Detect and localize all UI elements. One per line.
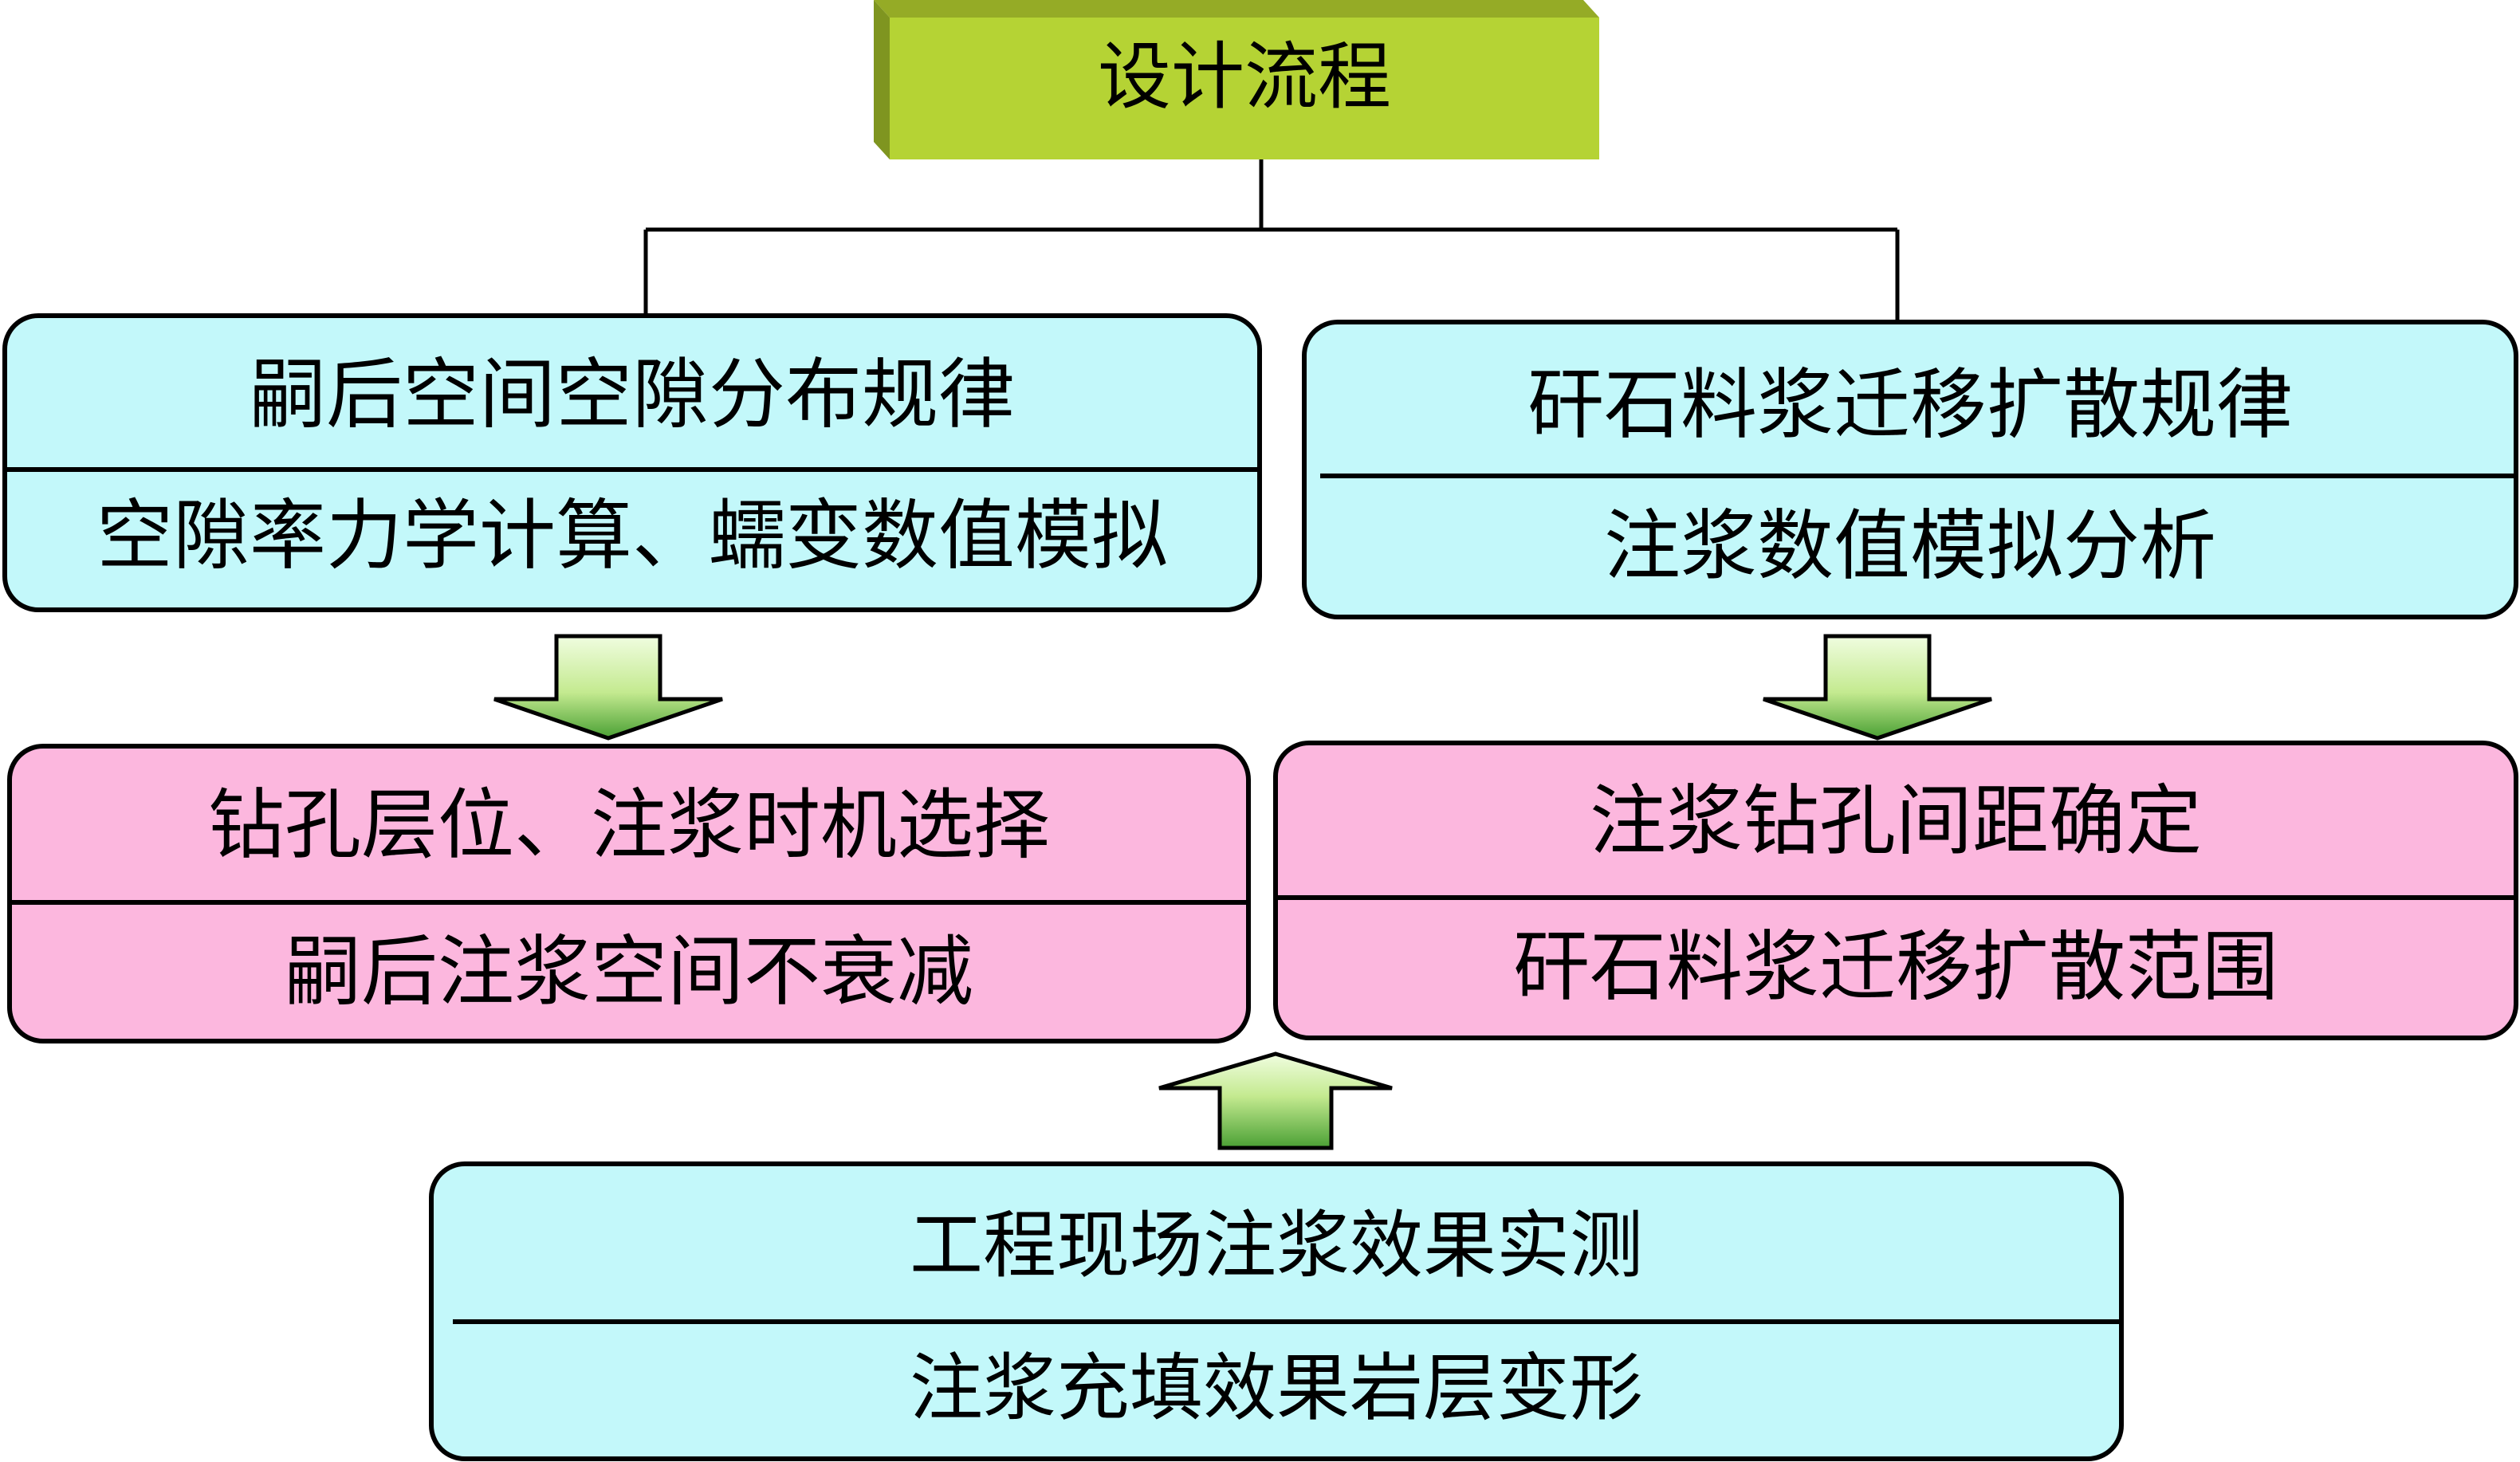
arrow-down-left bbox=[493, 634, 723, 741]
diagram-title: 设计流程 bbox=[1097, 34, 1391, 120]
bottom-heading: 工程现场注浆效果实测 bbox=[909, 1202, 1643, 1288]
top-right-heading: 矸石料浆迁移扩散规律 bbox=[1527, 360, 2293, 450]
connector-lines bbox=[643, 159, 1900, 322]
box-top-left-frame bbox=[2, 313, 1262, 612]
arrow-up-bottom bbox=[1158, 1051, 1393, 1150]
box-top-right bbox=[1302, 320, 2518, 619]
title-box-front-face bbox=[890, 18, 1599, 159]
box-mid-left bbox=[7, 744, 1251, 1043]
mid-right-heading: 注浆钻孔间距确定 bbox=[1590, 776, 2202, 866]
box-mid-right bbox=[1273, 741, 2518, 1040]
title-box-top-face bbox=[874, 0, 1599, 18]
top-left-heading: 嗣后空间空隙分布规律 bbox=[250, 350, 1015, 439]
mid-right-method: 矸石料浆迁移扩散范围 bbox=[1513, 922, 2278, 1012]
box-mid-left-frame bbox=[7, 744, 1251, 1043]
box-bottom bbox=[429, 1161, 2124, 1461]
title-box bbox=[874, 0, 1599, 159]
bottom-method: 注浆充填效果岩层变形 bbox=[909, 1346, 1643, 1431]
box-mid-right-frame bbox=[1273, 741, 2518, 1040]
title-box-left-face bbox=[874, 0, 890, 159]
box-bottom-frame bbox=[429, 1161, 2124, 1461]
arrow-down-right bbox=[1763, 634, 1992, 741]
top-right-method: 注浆数值模拟分析 bbox=[1604, 501, 2216, 591]
mid-left-method: 嗣后注浆空间不衰减 bbox=[285, 926, 973, 1016]
box-top-right-frame bbox=[1302, 320, 2518, 619]
mid-left-heading: 钻孔层位、注浆时机选择 bbox=[208, 780, 1050, 870]
top-left-method: 空隙率力学计算、蠕变数值模拟 bbox=[96, 491, 1168, 580]
box-top-left bbox=[2, 313, 1262, 612]
